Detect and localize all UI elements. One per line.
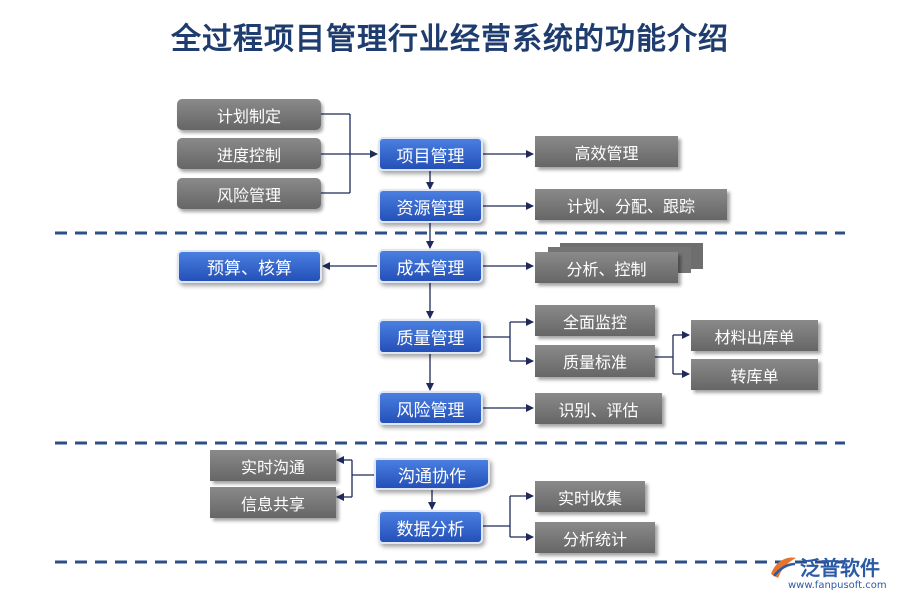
logo-mark-icon <box>771 557 796 578</box>
node-identify-assess: 识别、评估 <box>535 393 662 424</box>
node-info-share: 信息共享 <box>210 487 336 518</box>
node-analysis-stats: 分析统计 <box>535 522 655 553</box>
node-comm-collab: 沟通协作 <box>374 458 490 490</box>
node-transfer-doc: 转库单 <box>691 359 818 390</box>
logo: 泛普软件 www.fanpusoft.com <box>768 552 893 596</box>
logo-url: www.fanpusoft.com <box>788 580 887 591</box>
node-progress-control: 进度控制 <box>177 138 321 169</box>
node-risk-mgmt-left: 风险管理 <box>177 178 321 209</box>
node-plan-alloc-track: 计划、分配、跟踪 <box>535 189 727 220</box>
node-project-mgmt: 项目管理 <box>378 137 483 171</box>
node-material-out-doc: 材料出库单 <box>691 320 818 351</box>
node-analysis-control: 分析、控制 <box>535 252 678 283</box>
node-plan-make: 计划制定 <box>177 99 321 130</box>
page-title: 全过程项目管理行业经营系统的功能介绍 <box>171 22 729 57</box>
node-realtime-comm: 实时沟通 <box>210 450 336 481</box>
node-quality-standard: 质量标准 <box>535 345 655 377</box>
node-data-analysis: 数据分析 <box>378 510 483 544</box>
node-risk-mgmt: 风险管理 <box>378 391 483 425</box>
node-full-monitoring: 全面监控 <box>535 305 655 336</box>
node-resource-mgmt: 资源管理 <box>378 189 483 223</box>
node-realtime-collect: 实时收集 <box>535 481 645 512</box>
node-cost-mgmt: 成本管理 <box>378 249 483 283</box>
node-efficient-mgmt: 高效管理 <box>535 136 678 167</box>
node-budget-accounting: 预算、核算 <box>177 250 322 283</box>
node-quality-mgmt: 质量管理 <box>378 319 483 354</box>
logo-name: 泛普软件 <box>800 556 880 580</box>
